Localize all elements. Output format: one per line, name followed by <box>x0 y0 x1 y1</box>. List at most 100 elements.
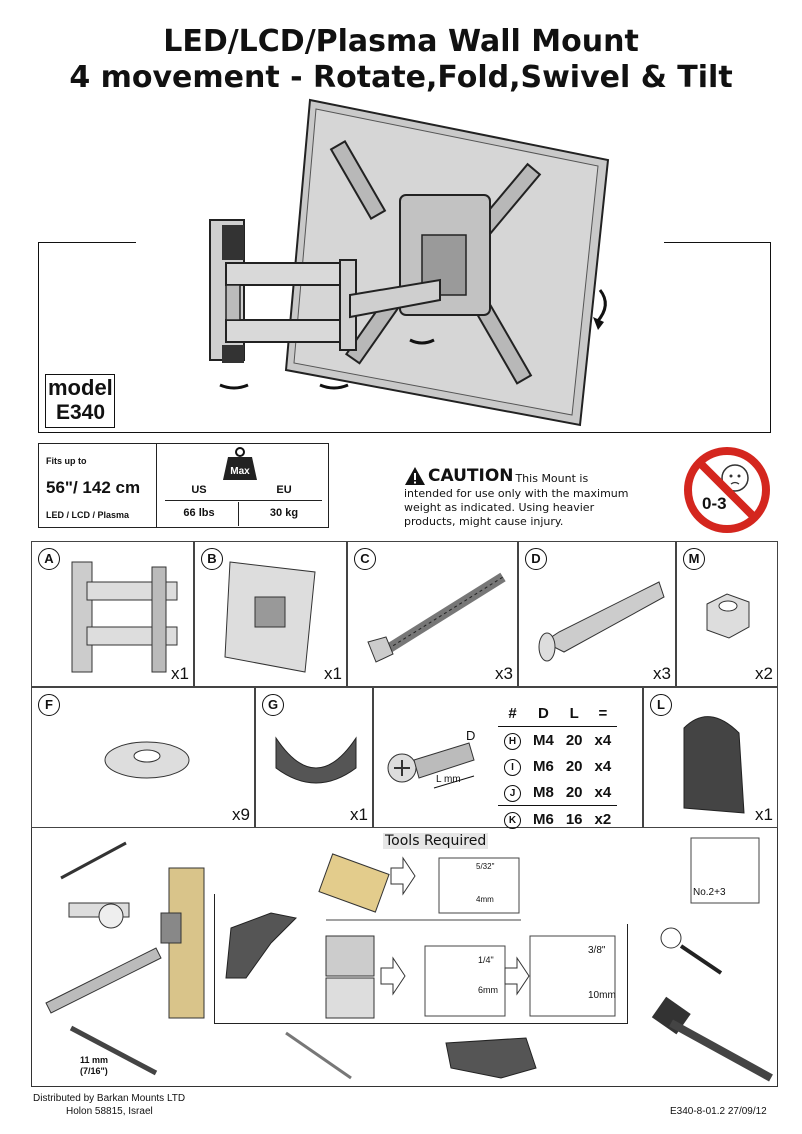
row-l: 20 <box>565 783 583 801</box>
wrench-size-mm: 11 mm <box>80 1055 109 1065</box>
part-m-cell: M x2 <box>676 541 778 687</box>
part-qty: x1 <box>755 805 773 824</box>
frame-left <box>38 242 39 433</box>
wall-anchor-icon <box>538 581 665 662</box>
part-letter: G <box>262 694 284 716</box>
model-label: model <box>48 375 113 400</box>
wall-plate-icon <box>224 561 316 673</box>
part-letter: M <box>683 548 705 570</box>
drill-concrete-size: 3/8" <box>588 945 606 956</box>
frame-top-left <box>38 242 136 243</box>
drill-brick-mm: 6mm <box>478 985 498 995</box>
frame-right <box>770 242 771 433</box>
part-g-cell: G x1 <box>255 687 373 828</box>
header-cell: # <box>498 700 527 727</box>
row-d: M6 <box>527 805 560 832</box>
part-letter: A <box>38 548 60 570</box>
part-d-cell: D x3 <box>518 541 676 687</box>
row-d: M4 <box>533 731 554 749</box>
row-id: K <box>504 811 521 829</box>
eu-value: 30 kg <box>269 507 299 519</box>
weight-icon <box>223 447 257 480</box>
row-id: H <box>504 732 521 750</box>
nut-icon <box>706 593 750 639</box>
caution-text-1: - This Mount is <box>508 472 589 485</box>
caution-text-3: weight as indicated. Using heavier <box>404 501 595 514</box>
us-value: 66 lbs <box>183 507 215 519</box>
drill-brick-size: 1/4" <box>478 955 494 965</box>
part-qty: x1 <box>171 664 189 683</box>
part-qty: x9 <box>232 805 250 824</box>
row-l: 16 <box>559 805 589 832</box>
tools-illustration <box>45 837 773 1082</box>
cable-clip-icon <box>275 736 357 784</box>
lag-screw-icon <box>367 572 506 663</box>
part-f-cell: F x9 <box>31 687 255 828</box>
tools-heading: Tools Required <box>383 833 489 849</box>
screw-table-cell: D L mm # D L = H M4 20 x4 I M6 20 x4 J M… <box>373 687 643 832</box>
diagram-l: L mm <box>436 774 461 785</box>
row-d: M6 <box>533 757 554 775</box>
model-number: E340 <box>56 401 106 424</box>
row-qty: x4 <box>594 783 612 801</box>
distributor-line-2: Holon 58815, Israel <box>66 1106 153 1117</box>
row-d: M8 <box>533 783 554 801</box>
fits-box: Fits up to 56"/ 142 cm LED / LCD / Plasm… <box>38 443 329 528</box>
no-children-icon <box>684 447 770 533</box>
distributor-line-1: Distributed by Barkan Mounts LTD <box>33 1093 186 1104</box>
part-letter: C <box>354 548 376 570</box>
arm-assembly-icon <box>71 561 178 673</box>
part-c-cell: C x3 <box>347 541 518 687</box>
part-letter: B <box>201 548 223 570</box>
frame-top-right <box>664 242 771 243</box>
header-cell: D <box>527 700 560 727</box>
part-b-cell: B x1 <box>194 541 347 687</box>
row-qty: x2 <box>588 805 618 832</box>
weight-table-divider <box>238 502 239 526</box>
row-id: I <box>504 758 521 776</box>
frame-bottom <box>38 432 771 433</box>
row-l: 20 <box>565 757 583 775</box>
part-qty: x1 <box>350 805 368 824</box>
fits-divider <box>156 444 157 527</box>
title-line-1: LED/LCD/Plasma Wall Mount <box>163 24 639 59</box>
diagram-d: D <box>466 728 476 743</box>
row-qty: x4 <box>594 757 612 775</box>
part-qty: x3 <box>653 664 671 683</box>
table-row: J M8 20 x4 <box>498 779 617 806</box>
model-badge: model E340 <box>45 374 115 428</box>
table-row: I M6 20 x4 <box>498 753 617 779</box>
part-qty: x3 <box>495 664 513 683</box>
wrench-size-inch: (7/16") <box>80 1066 108 1076</box>
header-cell: L <box>559 700 589 727</box>
part-l-cell: L x1 <box>643 687 778 828</box>
caution-text-2: intended for use only with the maximum <box>404 487 629 500</box>
weight-max-label: Max <box>230 466 250 477</box>
fits-size: 56"/ 142 cm <box>46 478 141 497</box>
fits-types: LED / LCD / Plasma <box>46 510 130 520</box>
row-id: J <box>504 784 521 802</box>
wall-mount-illustration <box>209 98 610 427</box>
fits-up-to-label: Fits up to <box>46 456 87 466</box>
warning-icon <box>405 467 425 485</box>
part-letter: L <box>650 694 672 716</box>
part-qty: x2 <box>755 664 773 683</box>
col-eu: EU <box>276 484 292 496</box>
row-l: 20 <box>565 731 583 749</box>
table-row: H M4 20 x4 <box>498 727 617 754</box>
col-us: US <box>191 484 207 496</box>
table-row: K M6 16 x2 <box>498 805 618 832</box>
part-letter: F <box>38 694 60 716</box>
bolt-diagram-icon <box>387 742 475 789</box>
document-code: E340-8-01.2 27/09/12 <box>670 1106 767 1117</box>
age-label: 0-3 <box>702 494 727 513</box>
weight-table-rule <box>165 500 322 501</box>
drill-wood-size: 5/32" <box>476 862 495 871</box>
header-cell: = <box>588 700 618 727</box>
part-a-cell: A x1 <box>31 541 194 687</box>
washer-icon <box>104 741 190 779</box>
drill-wood-mm: 4mm <box>476 895 494 904</box>
screwdriver-size: No.2+3 <box>693 887 726 898</box>
caution-text-4: products, might cause injury. <box>404 515 564 528</box>
caution-heading: CAUTION <box>428 466 514 486</box>
